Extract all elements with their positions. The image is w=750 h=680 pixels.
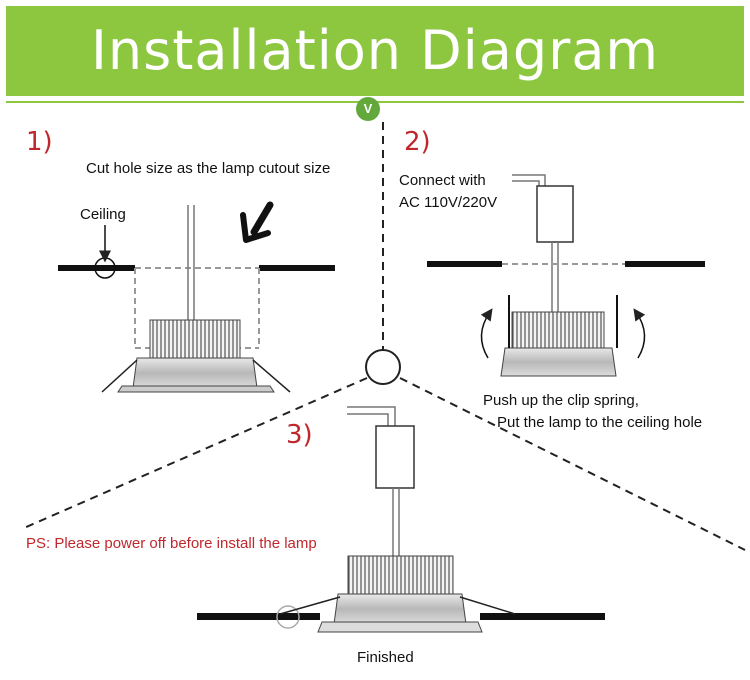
step1-ceiling-right: [259, 265, 335, 271]
step2-instruction-line1: Push up the clip spring,: [483, 392, 639, 409]
page-title: Installation Diagram: [90, 19, 660, 82]
step3-driver-box: [375, 425, 415, 489]
step3-ceiling-left: [197, 613, 320, 620]
center-circle: [365, 349, 401, 385]
step3-heatsink: [347, 555, 454, 595]
step2-ceiling-right: [625, 261, 705, 267]
step1-arrow-icon: [250, 201, 274, 236]
power-off-warning: PS: Please power off before install the …: [26, 535, 317, 552]
step2-rotate-right-icon: [633, 308, 646, 359]
step1-number: 1): [26, 127, 53, 157]
step2-illustration: [427, 174, 705, 377]
step1-lamp-body: [132, 357, 258, 389]
step3-ceiling-right: [480, 613, 605, 620]
step2-instruction-line2: Put the lamp to the ceiling hole: [497, 414, 703, 431]
step1-heatsink: [149, 319, 241, 359]
step3-finished-label: Finished: [357, 649, 414, 666]
panel-separators: [23, 122, 746, 551]
step2-connect-label: Connect with: [399, 172, 486, 189]
step2-ceiling-left: [427, 261, 502, 267]
step2-lamp-body: [500, 347, 617, 377]
step1-illustration: [58, 201, 335, 393]
step3-number: 3): [286, 420, 313, 450]
step3-lamp-body: [333, 593, 467, 625]
step1-ceiling-label: Ceiling: [80, 206, 126, 223]
title-banner: Installation Diagram: [6, 6, 744, 96]
step3-clip-marker: [276, 605, 300, 629]
step2-heatsink: [511, 311, 605, 349]
step2-rotate-left-icon: [480, 308, 493, 359]
step1-ceiling-left: [58, 265, 135, 271]
v-badge: V: [356, 97, 380, 121]
step3-illustration: [197, 406, 605, 633]
step2-driver-box: [536, 185, 574, 243]
step2-voltage-label: AC 110V/220V: [399, 194, 498, 211]
step1-instruction: Cut hole size as the lamp cutout size: [86, 160, 331, 177]
step2-number: 2): [404, 127, 431, 157]
